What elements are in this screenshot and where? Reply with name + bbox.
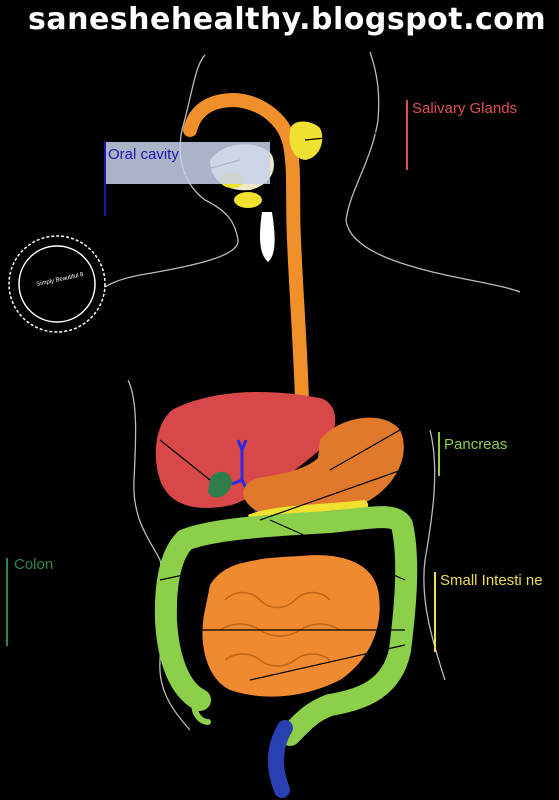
colon [154, 506, 418, 746]
salivary-gland-parotid [289, 121, 323, 160]
rectum [267, 720, 293, 798]
leader-stomach [329, 429, 401, 471]
oral-cavity-label-box [106, 142, 270, 184]
right-torso-outline [423, 429, 446, 681]
colon-label: Colon [14, 556, 54, 573]
pancreas-label: Pancreas [444, 436, 508, 453]
appendix [191, 697, 211, 725]
small-intestine-bar [434, 572, 436, 652]
small-intestine-label: Small Intesti ne [440, 572, 543, 589]
leader-small-intestine-1 [269, 519, 406, 581]
leader-salivary [304, 129, 406, 141]
colon-bar [6, 558, 8, 646]
trachea [260, 212, 275, 262]
oral-cavity-bar [104, 142, 106, 216]
leader-small-intestine-3 [249, 644, 406, 681]
left-torso-outline [127, 379, 191, 731]
body-outline [99, 51, 521, 731]
stamp-seal [8, 235, 106, 333]
salivary-glands-bar [406, 100, 408, 170]
neck-back-outline [345, 51, 521, 293]
pancreas-bar [438, 432, 440, 476]
stomach [243, 417, 404, 518]
leader-pancreas [259, 459, 431, 521]
liver [155, 391, 336, 509]
leader-colon [159, 549, 301, 581]
salivary-glands-label: Salivary Glands [412, 100, 518, 117]
salivary-gland-submandibular [234, 192, 262, 208]
gallbladder [208, 471, 232, 498]
leader-liver [159, 439, 211, 481]
site-watermark: saneshehealthy.blogspot.com [28, 2, 547, 37]
small-intestine-folds [219, 591, 341, 667]
head-outline [99, 54, 239, 291]
oral-cavity-label: Oral cavity [108, 146, 179, 163]
